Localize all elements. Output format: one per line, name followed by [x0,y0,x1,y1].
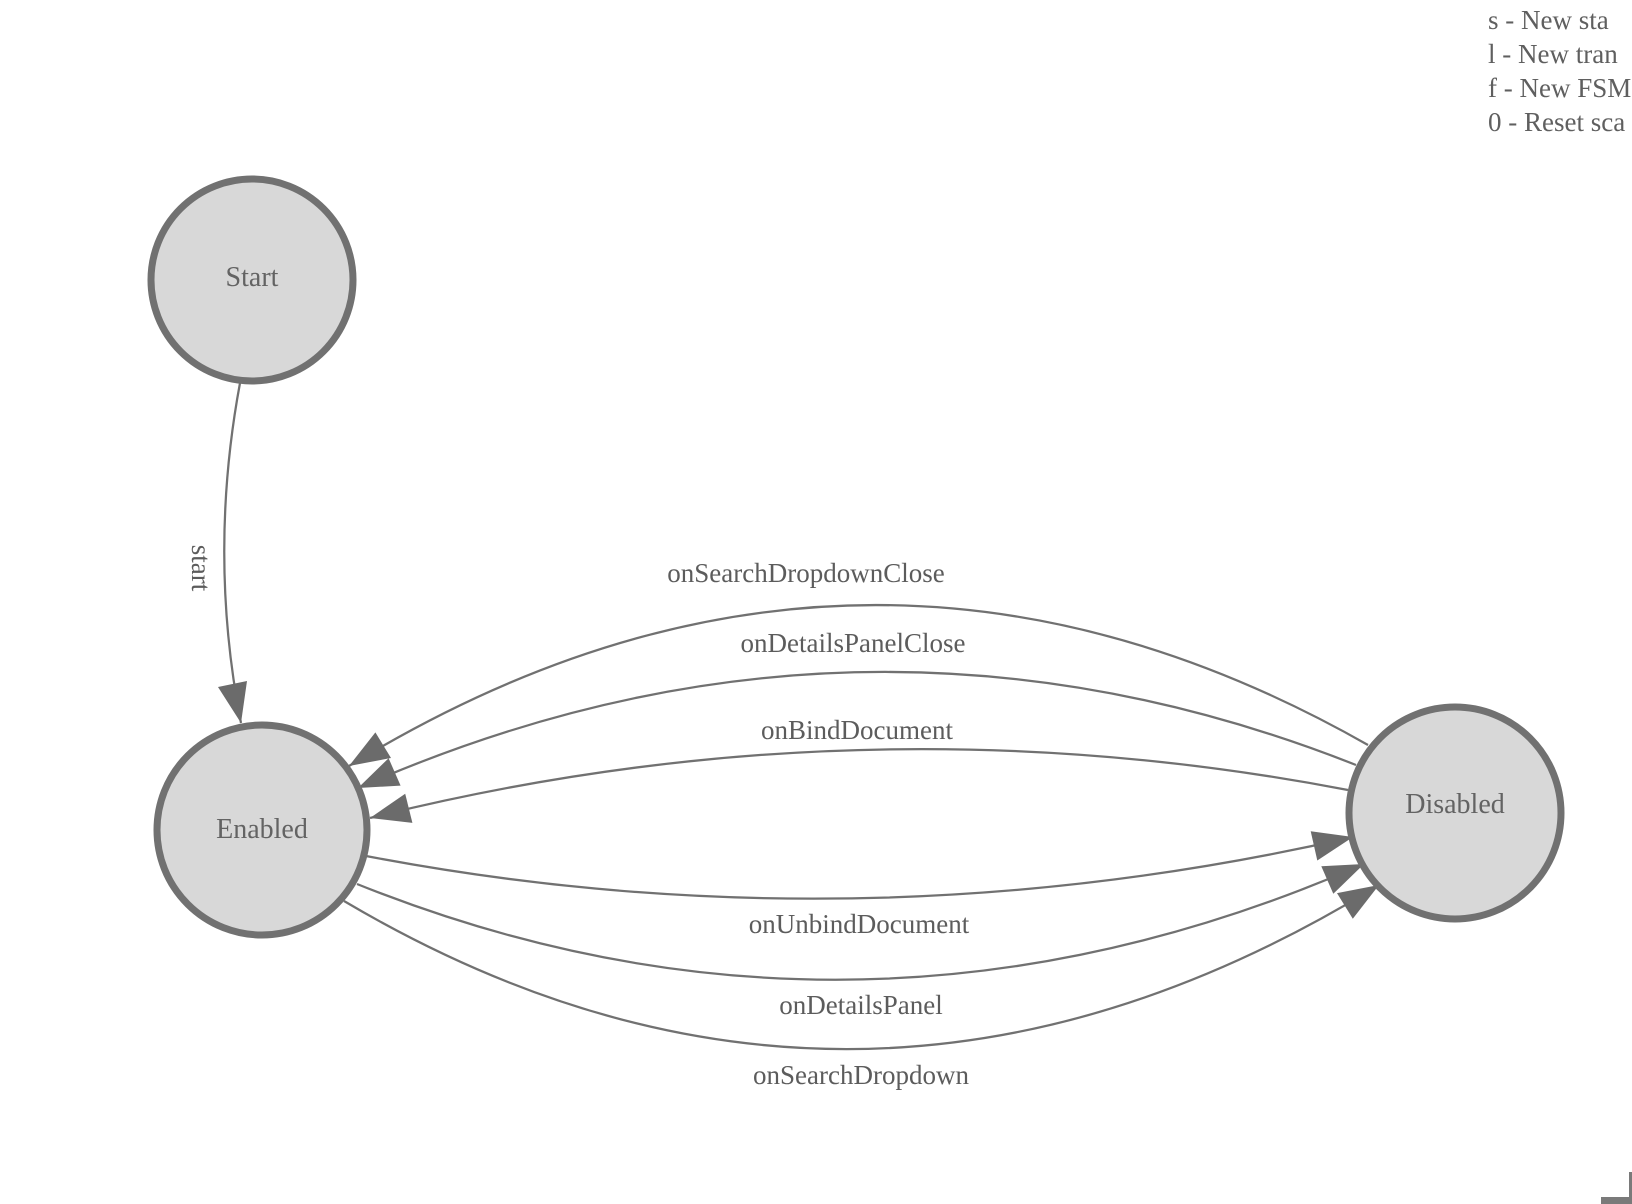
transition-label-onDetailsPanelClose: onDetailsPanelClose [741,628,966,658]
shortcut-legend: s - New sta l - New tran f - New FSM 0 -… [1488,3,1631,139]
transition-curve-onBindDocument[interactable] [369,747,1349,820]
transition-curve-onDetailsPanel[interactable] [356,862,1365,981]
arrowhead-onSearchDropdownClose [349,732,391,766]
transition-label-start: start [186,545,216,592]
arrowhead-onDetailsPanelClose [358,758,401,788]
transition-curve-onDetailsPanelClose[interactable] [357,670,1357,790]
arrowhead-start [218,681,247,723]
transition-curve-onSearchDropdownClose[interactable] [348,604,1369,767]
legend-line-reset-scale: 0 - Reset sca [1488,107,1626,137]
legend-line-new-transition: l - New tran [1488,39,1618,69]
state-label-start: Start [226,262,279,293]
state-label-enabled: Enabled [216,814,308,845]
state-node-disabled[interactable] [1345,703,1565,923]
transition-curve-start[interactable] [223,382,243,724]
transition-label-onBindDocument: onBindDocument [761,715,953,745]
arrowhead-onUnbindDocument [1310,831,1353,861]
state-label-disabled: Disabled [1405,789,1505,820]
state-node-enabled[interactable] [153,721,371,939]
transition-label-onSearchDropdownClose: onSearchDropdownClose [667,558,944,588]
transition-label-onDetailsPanel: onDetailsPanel [779,990,942,1020]
arrowhead-onSearchDropdown [1337,885,1379,919]
arrowhead-onBindDocument [370,793,413,823]
transition-curve-onSearchDropdown[interactable] [343,884,1380,1051]
arrowhead-onDetailsPanel [1321,864,1364,894]
legend-line-new-state: s - New sta [1488,5,1609,35]
legend-line-new-fsm: f - New FSM [1488,73,1632,103]
clipped-corner-shape-vertical [1629,1172,1632,1204]
clipped-corner-shape-horizontal [1601,1197,1632,1204]
state-node-start[interactable] [147,175,357,385]
transition-curve-onUnbindDocument[interactable] [365,835,1354,900]
transition-label-onUnbindDocument: onUnbindDocument [749,909,970,939]
transition-label-onSearchDropdown: onSearchDropdown [753,1060,969,1090]
